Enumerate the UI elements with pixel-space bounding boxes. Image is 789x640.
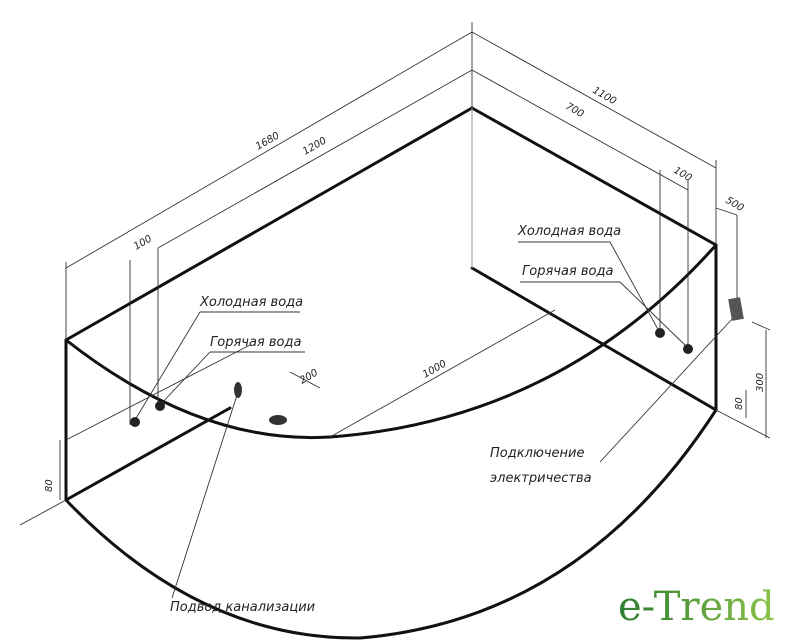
label-cold-water-left: Холодная вода	[199, 295, 303, 310]
etrend-logo: e-Trend	[618, 584, 775, 630]
drain-hole	[269, 415, 287, 425]
tub-outline	[64, 106, 718, 640]
cold-water-inlet-right	[655, 328, 665, 338]
hot-water-inlet-right	[683, 344, 693, 354]
label-drain: Подвод канализации	[170, 600, 315, 615]
dim-300: 300	[755, 373, 766, 392]
dim-100-right: 100	[672, 165, 694, 184]
label-cold-water-right: Холодная вода	[517, 224, 621, 239]
cold-water-inlet-left	[130, 417, 140, 427]
dim-1680: 1680	[254, 130, 282, 152]
label-hot-water-left: Горячая вода	[210, 335, 301, 350]
label-electric-2: электричества	[490, 471, 592, 486]
dim-1000: 1000	[421, 358, 449, 380]
electric-socket	[728, 297, 744, 321]
hot-water-inlet-left	[155, 401, 165, 411]
dim-100-left: 100	[132, 234, 154, 253]
dimension-lines	[19, 22, 771, 526]
dim-80-left: 80	[44, 479, 55, 492]
label-electric-1: Подключение	[490, 446, 584, 461]
label-hot-water-right: Горячая вода	[522, 264, 613, 279]
dim-1200: 1200	[301, 135, 329, 157]
drain-outlet	[234, 382, 242, 398]
dim-80-right: 80	[734, 397, 745, 410]
dim-700: 700	[564, 101, 586, 120]
dim-200: 200	[298, 368, 320, 387]
fittings	[130, 297, 744, 427]
leader-lines	[134, 241, 734, 599]
dim-1100: 1100	[591, 85, 619, 107]
